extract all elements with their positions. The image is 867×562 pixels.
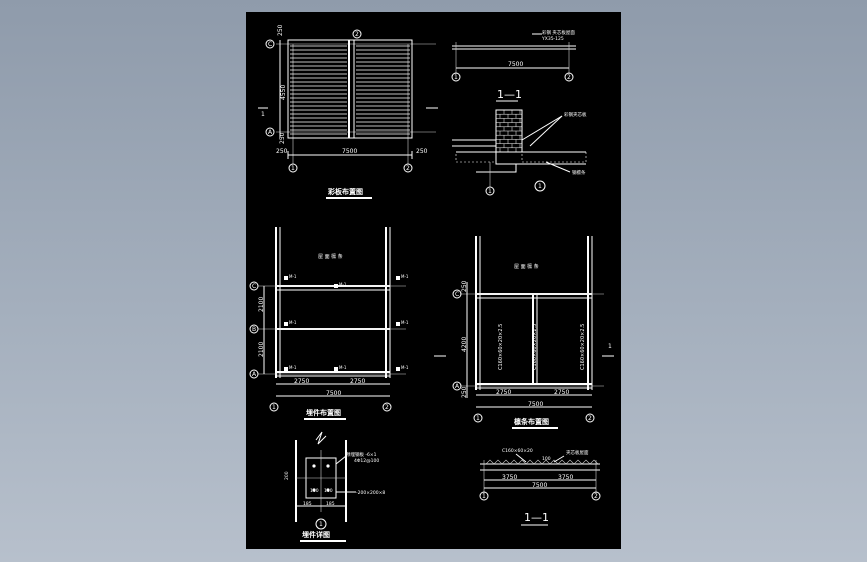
bottom-axis-2: 2 <box>594 493 598 500</box>
panel-axis-1: 1 <box>291 165 295 172</box>
purlin-h-bot: 250 <box>461 386 468 398</box>
purlin-dim-b: 2750 <box>554 389 569 396</box>
embed-layout-title: 埋件布置图 <box>306 408 341 417</box>
embed-plate-mark <box>396 367 400 371</box>
embed-label: M-1 <box>339 282 347 287</box>
embed-label: M-1 <box>289 274 297 279</box>
purlin-section-marker: 1 <box>608 343 612 350</box>
panel-layout-title: 彩板布置图 <box>327 187 363 196</box>
cad-drawing: 7500 250 250 250 4550 250 1 2 C A 2 1 彩板… <box>249 24 614 542</box>
section-note-2: 钢檩条 <box>572 169 586 176</box>
purlin-2: C160×60×20×2.5 <box>532 324 538 370</box>
purlin-caption: 屋 面 檩 条 <box>514 263 539 270</box>
drawing-sheet: 7500 250 250 250 4550 250 1 2 C A 2 1 彩板… <box>246 12 621 549</box>
panel-height-top: 250 <box>277 24 284 36</box>
detail-dim-3: 200 <box>284 471 290 480</box>
embed-axis-1: 1 <box>272 404 276 411</box>
embed-label: M-1 <box>289 365 297 370</box>
embed-plate-mark <box>284 367 288 371</box>
embed-detail: 预埋钢板 -6×1 4Φ12@100 -200×200×8 100 100 20… <box>284 431 385 542</box>
elev-axis-2: 2 <box>567 74 571 81</box>
purlin-axis-2: 2 <box>588 415 592 422</box>
purlin-3: C160×60×20×2.5 <box>580 324 586 370</box>
detail-note-1: 预埋钢板 -6×1 <box>346 451 377 458</box>
panel-dim-total: 7500 <box>342 148 357 155</box>
embed-detail-title: 埋件详图 <box>302 530 330 539</box>
purlin-dim-total: 7500 <box>528 401 543 408</box>
embed-label: M-1 <box>401 274 409 279</box>
bottom-dim-total: 7500 <box>532 482 547 489</box>
panel-layout-plan: 7500 250 250 250 4550 250 1 2 C A 2 1 彩板… <box>258 24 436 199</box>
panel-dim-left: 250 <box>276 148 288 155</box>
bottom-dim-a: 3750 <box>502 474 517 481</box>
embed-h2: 2100 <box>258 342 265 357</box>
embed-label: M-1 <box>289 320 297 325</box>
bottom-axis-1: 1 <box>482 493 486 500</box>
embed-plate-mark <box>334 284 338 288</box>
purlin-axis-c: C <box>455 291 459 298</box>
detail-dim-2: 100 <box>324 488 333 494</box>
panel-height-bot: 250 <box>279 132 286 144</box>
detail-dim-1: 100 <box>310 488 319 494</box>
detail-note-2: 4Φ12@100 <box>354 458 379 464</box>
bottom-dim-b: 3750 <box>558 474 573 481</box>
embed-label: M-1 <box>339 365 347 370</box>
bottom-section-title: 1—1 <box>524 511 549 524</box>
panel-axis-2: 2 <box>406 165 410 172</box>
section-title: 1—1 <box>497 88 522 101</box>
embed-plate-mark <box>396 322 400 326</box>
panel-axis-a: A <box>268 129 273 136</box>
embed-label: M-1 <box>401 365 409 370</box>
section-axis-2: 1 <box>538 183 542 190</box>
detail-note-3: -200×200×8 <box>356 490 385 496</box>
wall-section-1-1: 1—1 1 1 彩钢夹芯板 钢檩条 砖墙 <box>426 88 587 196</box>
purlin-axis-1: 1 <box>476 415 480 422</box>
detail-axis: 1 <box>319 521 323 528</box>
roof-section-bottom: C160×60×20 夹芯板屋面 100 3750 3750 7500 1 2 … <box>479 448 601 526</box>
embed-axis-c: C <box>252 283 256 290</box>
section-note-1: 彩钢夹芯板 <box>564 111 587 118</box>
bottom-note-3: 100 <box>542 456 551 462</box>
panel-section-marker: 1 <box>261 111 265 118</box>
purlin-h-top: 250 <box>461 280 468 292</box>
embed-caption: 屋 面 檩 条 <box>318 253 343 260</box>
panel-axis-2top: 2 <box>355 31 359 38</box>
panel-dim-right: 250 <box>416 148 428 155</box>
embed-dim-a: 2750 <box>294 378 309 385</box>
embed-plate-mark <box>396 276 400 280</box>
bottom-note-2: 夹芯板屋面 <box>566 449 589 456</box>
elev-axis-1: 1 <box>454 74 458 81</box>
purlin-layout-title: 檩条布置图 <box>514 417 549 426</box>
embed-dim-total: 7500 <box>326 390 341 397</box>
elev-dim: 7500 <box>508 61 523 68</box>
purlin-dim-a: 2750 <box>496 389 511 396</box>
embed-label: M-1 <box>401 320 409 325</box>
embed-plate-mark <box>334 367 338 371</box>
elev-note-1: 彩钢 夹芯板屋面 <box>542 29 575 36</box>
embed-axis-a: A <box>252 371 257 378</box>
purlin-h-mid: 4200 <box>461 337 468 352</box>
panel-axis-c: C <box>268 41 272 48</box>
embed-dim-b: 2750 <box>350 378 365 385</box>
elev-note-2: YX35-125 <box>541 36 564 42</box>
purlin-layout-plan: 屋 面 檩 条 C160×60×20×2.5 C160×60×20×2.5 C1… <box>434 236 614 429</box>
section-axis: 1 <box>488 188 492 195</box>
embed-axis-b: B <box>252 326 256 333</box>
embed-plate-mark <box>284 276 288 280</box>
purlin-axis-a: A <box>455 383 460 390</box>
detail-dim-4: 185 <box>303 501 312 507</box>
embed-plate-mark <box>284 322 288 326</box>
embed-h1: 2100 <box>258 297 265 312</box>
bottom-note-1: C160×60×20 <box>502 448 533 454</box>
panel-height-mid: 4550 <box>280 85 287 100</box>
embed-axis-2: 2 <box>385 404 389 411</box>
detail-dim-5: 185 <box>326 501 335 507</box>
purlin-1: C160×60×20×2.5 <box>498 324 504 370</box>
roof-elevation: 7500 1 2 彩钢 夹芯板屋面 YX35-125 <box>451 29 576 82</box>
